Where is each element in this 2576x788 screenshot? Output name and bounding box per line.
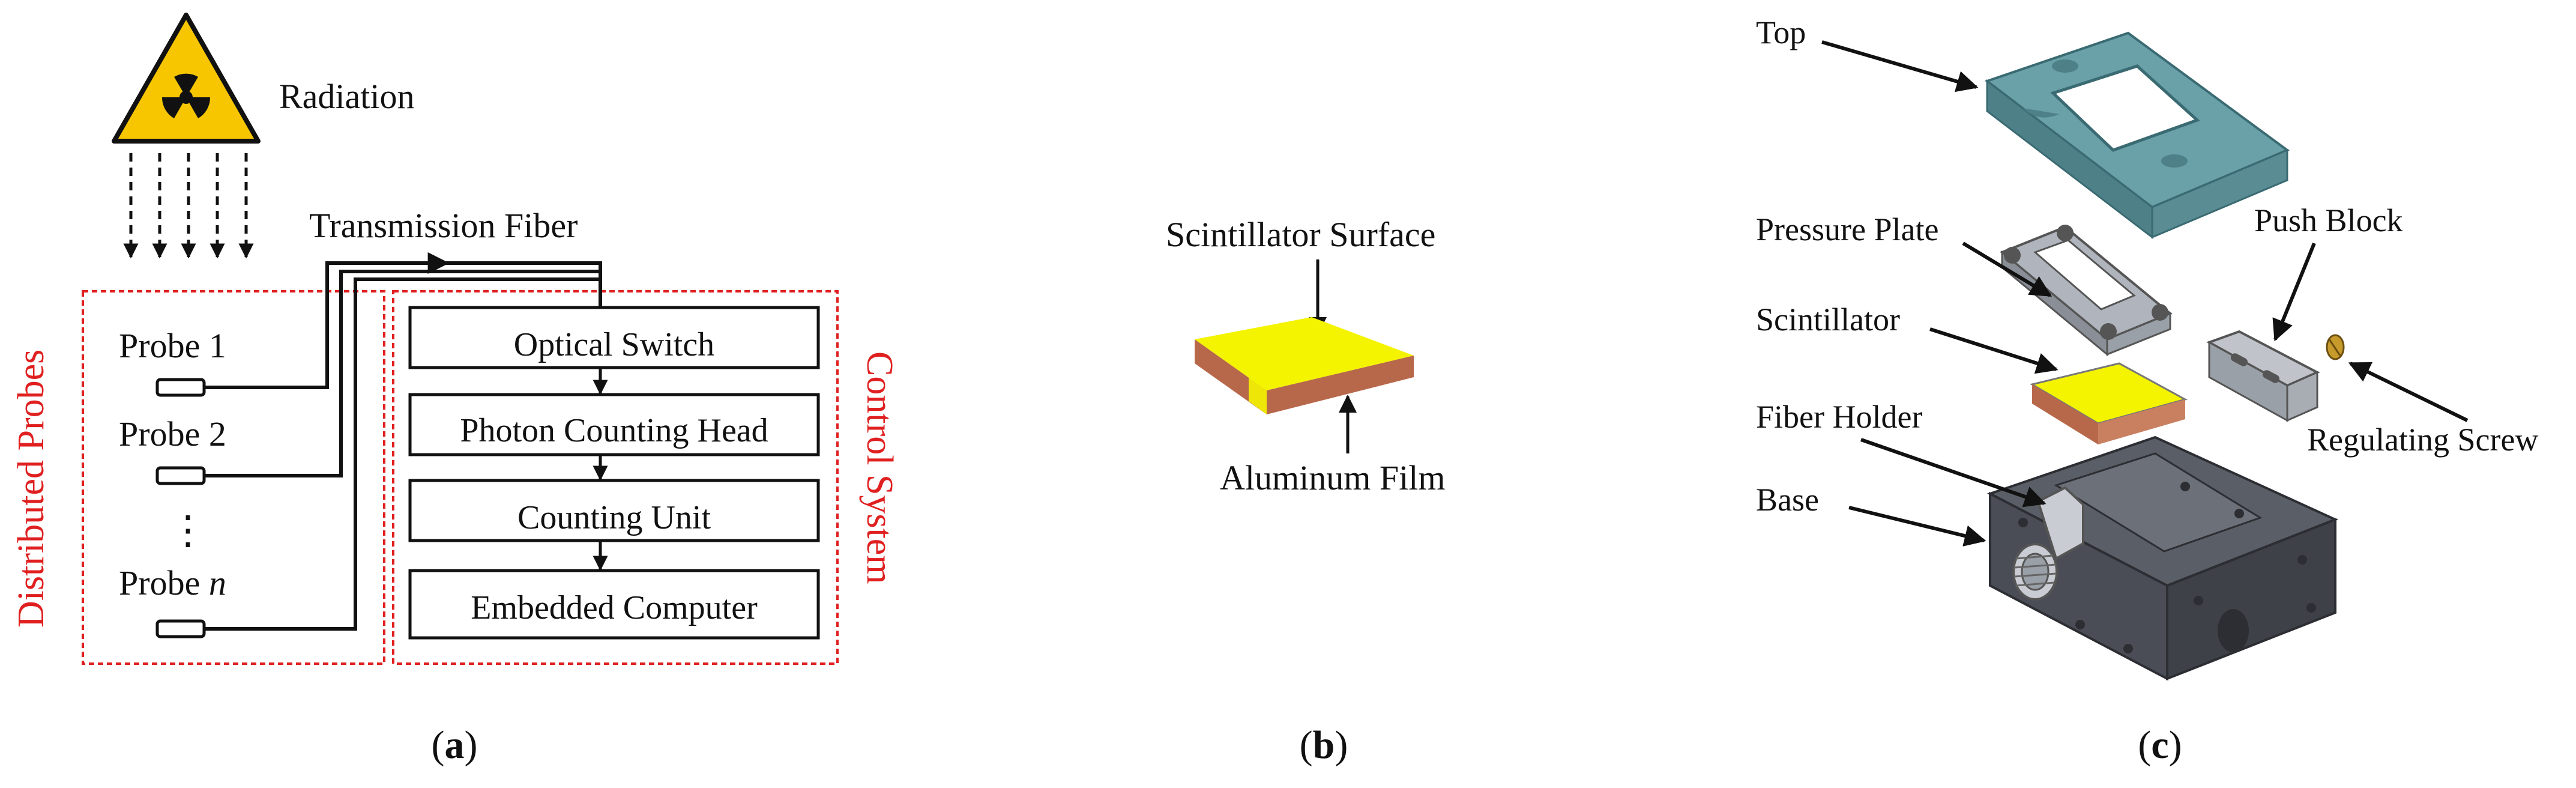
push-block-label: Push Block	[2254, 202, 2403, 238]
regulating-screw-label: Regulating Screw	[2307, 422, 2538, 458]
svg-text:Optical Switch: Optical Switch	[514, 326, 714, 363]
pressure-plate-arrow	[1962, 241, 2053, 297]
pressure-plate	[2000, 225, 2173, 357]
probe-1-icon	[155, 378, 206, 397]
caption-a: (a)	[432, 723, 478, 767]
fiber-holder	[2012, 486, 2084, 601]
regulating-screw	[2326, 334, 2345, 360]
top-part	[1984, 31, 2290, 240]
pressure-plate-label: Pressure Plate	[1756, 211, 1938, 247]
distributed-probes-label: Distributed Probes	[11, 350, 52, 628]
base-arrow	[1848, 506, 1986, 547]
photon-counting-head-block: Photon Counting Head	[408, 393, 820, 456]
probe-n-label: Probe n	[119, 563, 226, 602]
counting-unit-block: Counting Unit	[408, 479, 820, 542]
scintillator-sample	[1195, 317, 1414, 414]
top-arrow	[1821, 40, 1979, 92]
regulating-screw-arrow	[2348, 362, 2469, 422]
panel-a: Radiation Transmission Fiber Distributed…	[11, 13, 900, 767]
transmission-fiber-label: Transmission Fiber	[309, 206, 578, 245]
push-block-arrow	[2272, 242, 2316, 342]
panel-b: Scintillator Surface Aluminum Film (b)	[1166, 215, 1445, 767]
probe-2-label: Probe 2	[119, 414, 226, 453]
control-system-label: Control System	[859, 351, 900, 584]
panel-c: Top Pressure Plate Push Block Scintillat…	[1756, 14, 2538, 767]
caption-b: (b)	[1300, 723, 1348, 767]
scintillator-surface-label: Scintillator Surface	[1166, 215, 1435, 254]
probe-2-icon	[155, 466, 206, 485]
embedded-computer-block: Embedded Computer	[408, 569, 820, 640]
base-part	[1986, 435, 2339, 681]
svg-text:Embedded Computer: Embedded Computer	[471, 589, 758, 626]
radiation-label: Radiation	[279, 77, 415, 116]
scintillator-arrow	[1929, 327, 2059, 374]
radiation-arrows	[123, 153, 254, 259]
svg-text:Counting Unit: Counting Unit	[517, 499, 711, 536]
fiber-lines	[204, 252, 602, 631]
aluminum-film-label: Aluminum Film	[1220, 458, 1445, 497]
probe-1-label: Probe 1	[119, 326, 226, 365]
control-system-box	[392, 290, 839, 665]
probe-n-icon	[155, 619, 206, 638]
top-label: Top	[1756, 14, 1806, 50]
base-label: Base	[1756, 482, 1819, 518]
fiber-holder-arrow	[1860, 438, 2047, 508]
scintillator-label: Scintillator	[1756, 302, 1900, 338]
optical-switch-block: Optical Switch	[408, 306, 820, 369]
probe-ellipsis: ⋮	[168, 509, 208, 553]
svg-text:Photon Counting Head: Photon Counting Head	[460, 412, 768, 449]
scintillator-part	[2030, 362, 2188, 444]
caption-c: (c)	[2138, 723, 2182, 767]
radiation-warning-icon	[112, 13, 261, 144]
fiber-holder-label: Fiber Holder	[1756, 399, 1922, 435]
push-block	[2206, 330, 2320, 422]
distributed-probes-box	[82, 290, 385, 665]
